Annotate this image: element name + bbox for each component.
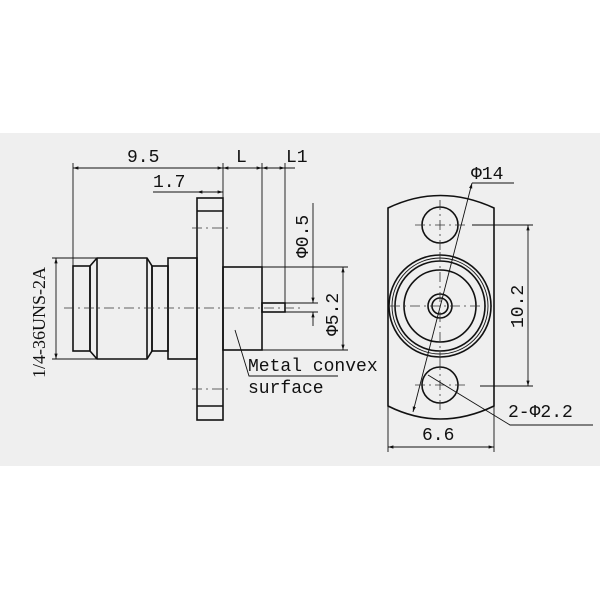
dim-flange-thickness: 1.7 [153,173,185,193]
center-pin [261,302,286,313]
note-surface: surface [248,379,324,399]
flange [196,197,224,421]
dim-flange-diameter: Φ14 [471,165,503,185]
drawing-background [0,133,600,466]
threaded-body [72,257,198,360]
dim-hole-spacing: 10.2 [509,285,529,328]
dim-holes: 2-Φ2.2 [508,403,573,423]
rear-body [222,266,263,351]
dim-pin-diameter: Φ0.5 [294,215,314,258]
dim-overall-length: 9.5 [127,148,159,168]
thread-spec: 1/4-36UNS-2A [29,267,49,378]
side-view: 9.5 L L1 1.7 [29,148,378,421]
dim-body-diameter: Φ5.2 [324,293,344,336]
dim-L1: L1 [286,148,308,168]
dim-flange-width: 6.6 [422,426,454,446]
note-metal-convex: Metal convex [248,357,378,377]
front-view: Φ14 10.2 6.6 2-Φ2.2 [387,165,593,452]
dim-L: L [236,148,247,168]
